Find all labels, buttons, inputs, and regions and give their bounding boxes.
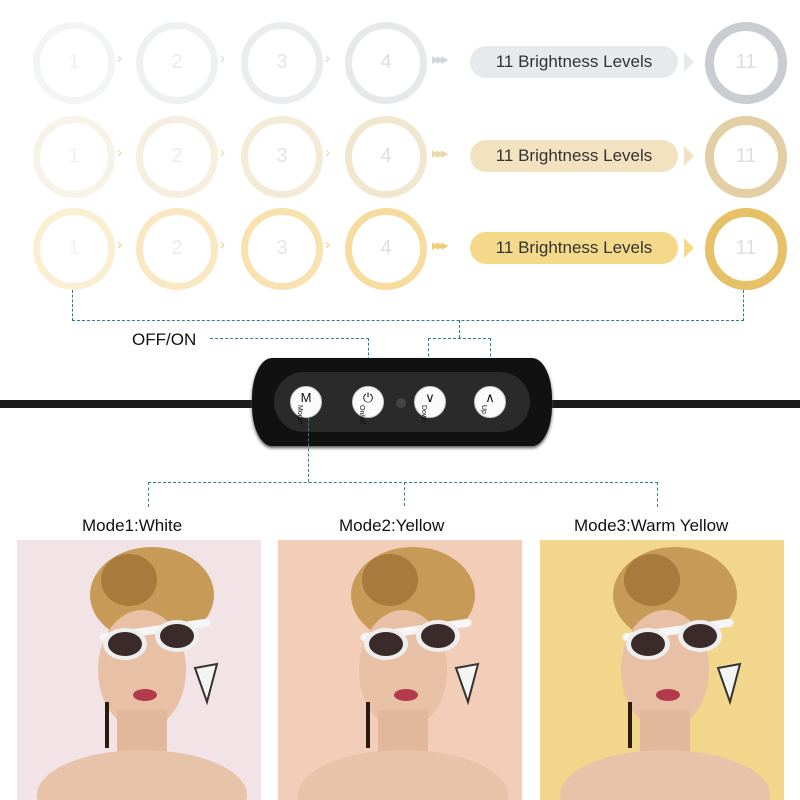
triple-arrow-icon: ▸▸▸: [432, 51, 449, 68]
button-label: Model: [296, 405, 303, 425]
triple-arrow-icon: ▸▸▸: [432, 237, 449, 254]
chevron-right-icon: ›: [220, 50, 225, 67]
chevron-right-icon: ›: [325, 50, 330, 67]
ring-level-label: 3: [276, 51, 288, 73]
ring-level-label: 1: [68, 237, 80, 259]
ring-level-label: 2: [171, 51, 183, 73]
mode-label: Mode3:Warm Yellow: [574, 516, 729, 535]
brightness-levels-pill: 11 Brightness Levels: [470, 46, 678, 78]
connector-top-line: [72, 290, 744, 321]
brightness-levels-pill: 11 Brightness Levels: [470, 232, 678, 264]
brightness-ring: 3: [241, 208, 323, 290]
chevron-right-icon: ›: [220, 144, 225, 161]
ring-level-label: 11: [735, 237, 757, 259]
brightness-levels-pill: 11 Brightness Levels: [470, 140, 678, 172]
up-icon: ∧: [485, 390, 495, 405]
off-on-label: OFF/ON: [132, 330, 197, 349]
brightness-ring: 2: [136, 22, 218, 104]
connector-mode-mid: [404, 482, 405, 506]
ring-level-label: 3: [276, 145, 288, 167]
ring-level-label: 2: [171, 237, 183, 259]
mode-sample-photo: [17, 540, 261, 800]
pill-arrow-icon: [684, 52, 694, 72]
mode-sample-photo: [278, 540, 522, 800]
ring-level-label: 4: [380, 145, 392, 167]
mode-icon: M: [300, 390, 312, 405]
brightness-ring: 1: [33, 116, 115, 198]
ring-level-label: 3: [276, 237, 288, 259]
ring-level-label: 4: [380, 51, 392, 73]
led-indicator: [396, 398, 406, 408]
brightness-ring: 3: [241, 22, 323, 104]
brightness-ring: 4: [345, 22, 427, 104]
ring-level-label: 11: [735, 51, 757, 73]
brightness-ring: 3: [241, 116, 323, 198]
brightness-ring: 4: [345, 116, 427, 198]
chevron-right-icon: ›: [220, 236, 225, 253]
ring-level-label: 1: [68, 51, 80, 73]
connector-mode-bar: [148, 482, 658, 507]
onoff-button[interactable]: ⏻On/off: [352, 386, 384, 424]
chevron-right-icon: ›: [117, 50, 122, 67]
chevron-right-icon: ›: [117, 144, 122, 161]
triple-arrow-icon: ▸▸▸: [432, 145, 449, 162]
mode-sample-photo: [540, 540, 784, 800]
up-button[interactable]: ∧Up: [474, 386, 506, 418]
mode-label: Mode1:White: [82, 516, 183, 535]
pill-arrow-icon: [684, 238, 694, 258]
brightness-ring: 2: [136, 116, 218, 198]
brightness-ring: 4: [345, 208, 427, 290]
onoff-icon: ⏻: [362, 390, 374, 405]
brightness-ring-max: 11: [705, 208, 787, 290]
connector-up-down: [459, 320, 460, 338]
chevron-right-icon: ›: [325, 144, 330, 161]
ring-level-label: 1: [68, 145, 80, 167]
down-icon: ∨: [425, 390, 435, 405]
pill-arrow-icon: [684, 146, 694, 166]
brightness-ring: 1: [33, 22, 115, 104]
brightness-ring: 2: [136, 208, 218, 290]
brightness-ring-max: 11: [705, 116, 787, 198]
connector-mode-down: [308, 418, 309, 482]
button-label: Up: [480, 405, 487, 414]
button-label: On/off: [358, 405, 365, 424]
ring-level-label: 2: [171, 145, 183, 167]
ring-level-label: 11: [735, 145, 757, 167]
down-button[interactable]: ∨Down: [414, 386, 446, 423]
chevron-right-icon: ›: [325, 236, 330, 253]
ring-level-label: 4: [380, 237, 392, 259]
button-label: Down: [420, 405, 427, 423]
chevron-right-icon: ›: [117, 236, 122, 253]
mode-label: Mode2:Yellow: [339, 516, 445, 535]
brightness-ring-max: 11: [705, 22, 787, 104]
brightness-ring: 1: [33, 208, 115, 290]
